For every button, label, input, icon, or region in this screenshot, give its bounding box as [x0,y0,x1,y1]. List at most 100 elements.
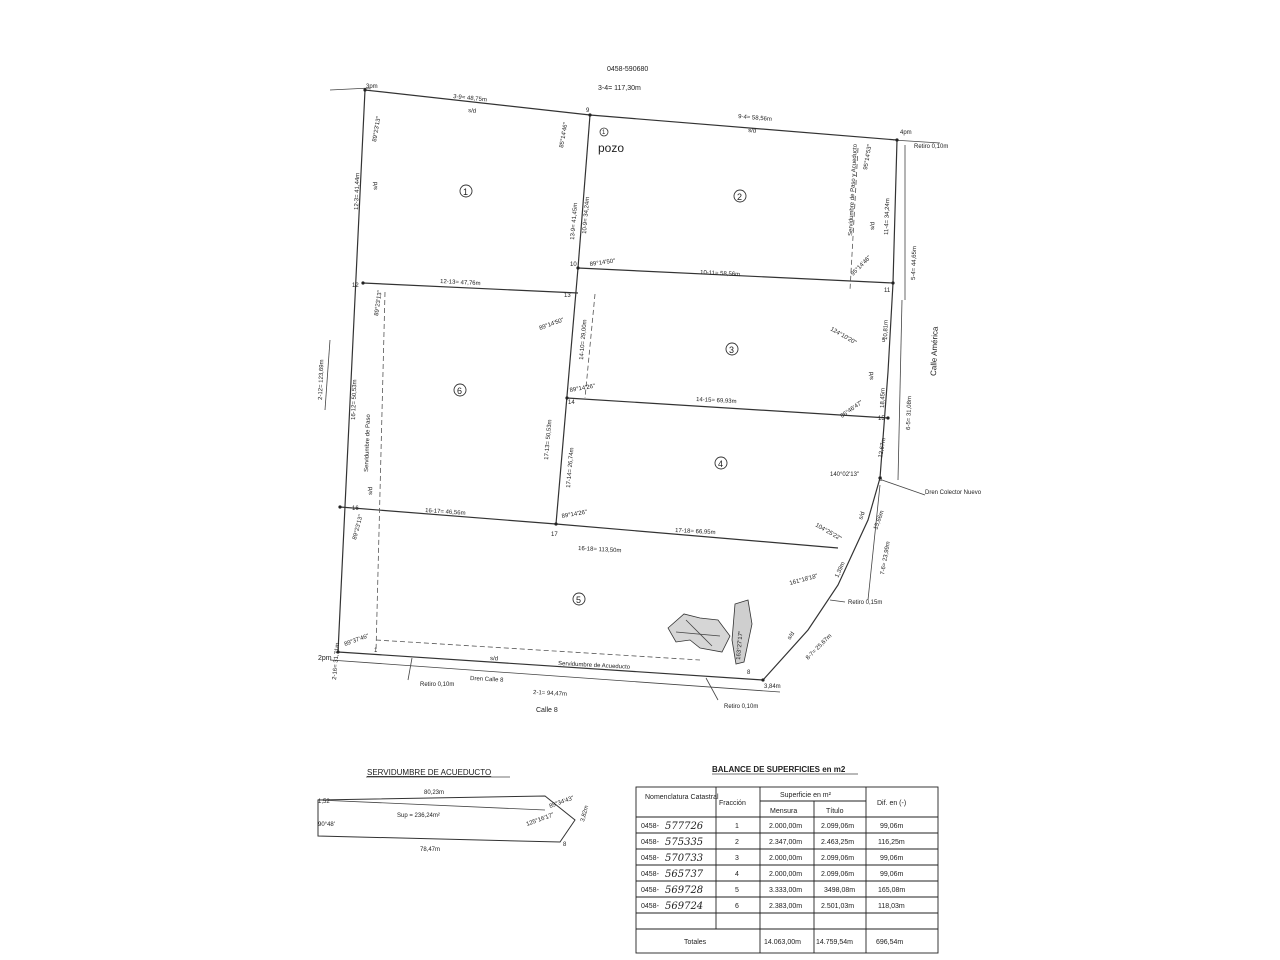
row-4-dif: 99,06m [880,871,904,878]
table-row: 0458- 570733 3 2.000,00m 2.099,06m 99,06… [641,853,904,864]
sd-bottom: s/d [490,656,498,662]
sd-top-left: s/d [468,108,477,115]
row-1-prefix: 0458- [641,823,660,830]
angle-17: 89°14'26" [561,510,587,520]
easement-left-angle: 90°48' [318,822,335,828]
vertex-6: 6 [879,477,883,483]
serv-paso: Servidumbre de Paso [364,414,372,473]
seg-3-9: 3-9= 48,75m [453,94,487,104]
totals-mensura: 14.063,00m [764,939,801,946]
seg-side-left: 2-12= 123,69m [318,359,325,400]
lot-5: 5 [576,595,581,605]
vertex-12: 12 [352,283,359,289]
row-6-prefix: 0458- [641,903,660,910]
seg-10-81: 10,81m [883,320,890,340]
row-4-fraccion: 4 [735,871,739,878]
angle-8: 163°27'17" [736,631,745,660]
retiro-right: Retiro 0,15m [848,600,882,606]
angle-13: 89°14'50" [539,317,565,331]
table-row: 0458- 569724 6 2.383,00m 2.501,03m 118,0… [641,901,905,912]
seg-14-10: 14-10= 29,00m [579,319,589,360]
table-title: BALANCE DE SUPERFICIES en m2 [712,765,846,774]
angle-3: 89°23'13" [372,116,382,142]
row-4-prefix: 0458- [641,871,660,878]
easement-right-angle-1: 89°34'43" [549,795,575,809]
row-3-prefix: 0458- [641,855,660,862]
table-row: 0458- 565737 4 2.000,00m 2.099,06m 99,06… [641,869,904,880]
easement-left-top: 1,52 [318,799,330,805]
seg-11-4: 11-4= 34,24m [884,198,891,235]
corner-3pm: 3pm [366,84,378,90]
vertex-5: 5 [882,338,886,344]
row-3-mensura: 2.000,00m [769,855,802,862]
totals-label: Totales [684,939,707,946]
lot-3: 3 [729,345,734,355]
vertex-1: 1 [374,648,378,654]
th-nomen-1: Nomenclatura Catastral [645,794,719,801]
angle-18: 104°25'22" [814,523,842,543]
seg-6-5: 6-5= 31,08m [906,396,913,430]
calle-8: Calle 8 [536,707,558,714]
angle-7: 161°18'18" [789,574,819,587]
retiro-bottom-left: Retiro 0,10m [420,682,454,688]
seg-14-15: 14-15= 69,93m [696,397,737,405]
top-total: 3-4= 117,30m [598,85,641,92]
angle-11: 95°14'46" [850,255,872,277]
seg-16-12: 16-12= 50,53m [351,379,358,420]
row-2-mensura: 2.347,00m [769,839,802,846]
seg-10-9: 10-9= 34,24m [582,197,591,235]
lot-1: 1 [463,187,468,197]
row-6-titulo: 2.501,03m [821,903,854,910]
seg-2-1: 2-1= 94,47m [533,690,567,698]
dren-colector-1: Dren Colector Nuevo [925,490,982,496]
row-4-handwritten: 565737 [665,869,704,880]
easement-corner: 8 [563,842,567,848]
row-3-fraccion: 3 [735,855,739,862]
parcel-outline [329,87,941,681]
row-4-mensura: 2.000,00m [769,871,802,878]
pozo-number: 1 [602,130,606,136]
th-fraccion: Fracción [719,800,746,807]
pozo-label: pozo [598,141,624,155]
title-code: 0458-590680 [607,66,648,73]
pozo-marker [599,127,609,137]
seg-15-66: 15,66m [873,510,885,531]
row-6-dif: 118,03m [878,903,905,910]
table-row: 0458- 577726 1 2.000,00m 2.099,06m 99,06… [641,821,904,832]
row-4-titulo: 2.099,06m [821,871,854,878]
sd-right-upper: s/d [870,222,876,230]
easement-area: Sup = 236,24m² [397,813,440,819]
dren-calle-8: Dren Calle 8 [470,676,504,684]
table-row: 0458- 569728 5 3.333,00m 3498,08m 165,08… [641,885,905,896]
angle-14: 89°14'26" [569,384,595,394]
easement-sketch: SERVIDUMBRE DE ACUEDUCTO 80,23m Sup = 23… [317,768,590,853]
angle-16: 89°23'13" [352,514,364,540]
row-2-dif: 116,25m [878,839,905,846]
seg-3-84: 3,84m [764,684,781,690]
sd-right-low: s/d [858,511,866,521]
vertex-8: 8 [747,670,751,676]
row-5-prefix: 0458- [641,887,660,894]
row-6-handwritten: 569724 [665,901,703,912]
corner-4pm: 4pm [900,130,912,136]
row-3-titulo: 2.099,06m [821,855,854,862]
row-2-titulo: 2.463,25m [821,839,854,846]
sd-right-mid: s/d [869,372,875,380]
row-5-dif: 165,08m [878,887,905,894]
seg-8-7: 8-7= 25,67m [805,633,833,661]
serv-paso-acueducto: Servidumbre de Paso y Acueducto [848,143,859,236]
table-totals-row: Totales 14.063,00m 14.759,54m 696,54m [684,939,903,946]
lot-divisions [339,114,894,661]
th-dif: Dif. en (-) [877,800,906,807]
vertex-9: 9 [586,108,590,114]
row-1-mensura: 2.000,00m [769,823,802,830]
corner-2pm: 2pm [318,655,332,662]
angle-2: 89°37'46" [344,633,370,647]
row-3-dif: 99,06m [880,855,904,862]
seg-12-67: 12,67m [878,438,887,459]
easement-right-angle-2: 125°16'17" [526,812,555,828]
row-5-fraccion: 5 [735,887,739,894]
seg-2-16: 2-16= 31,71m [332,643,341,681]
seg-5-4: 5-4= 44,65m [911,246,918,280]
